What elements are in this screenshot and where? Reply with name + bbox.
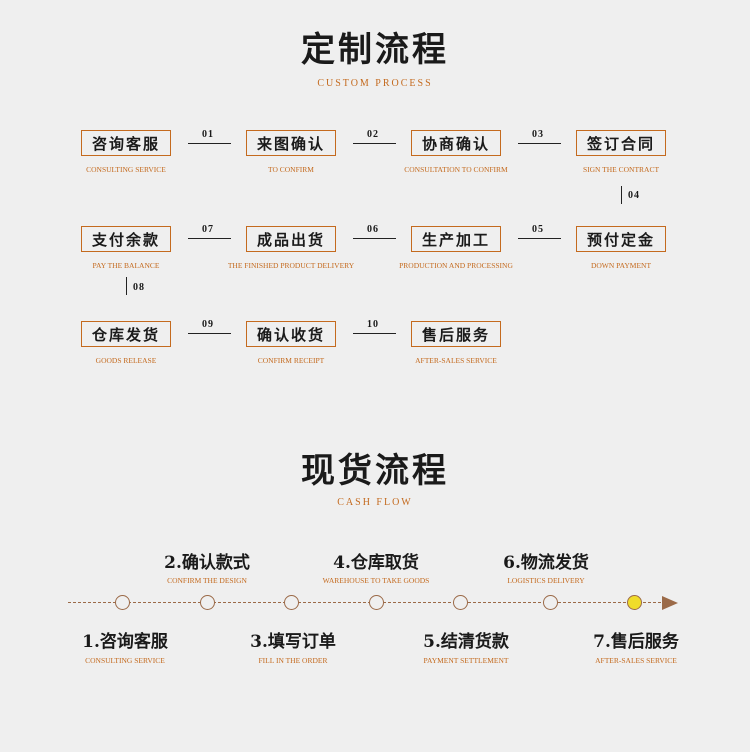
timeline-dot-2 <box>200 595 215 610</box>
step-box-confirm-receipt: 确认收货 <box>246 321 336 347</box>
step-en-pay-balance: PAY THE BALANCE <box>92 261 160 270</box>
cash-step-3-label: 3.填写订单 <box>250 632 336 652</box>
step-box-production: 生产加工 <box>411 226 501 252</box>
custom-process-title: 定制流程 <box>301 30 449 70</box>
connector-08 <box>126 277 127 295</box>
step-en-confirm-receipt: CONFIRM RECEIPT <box>257 356 325 365</box>
cash-step-4-label: 4.仓库取货 <box>333 553 419 573</box>
timeline-dot-1 <box>115 595 130 610</box>
custom-process-subtitle: CUSTOM PROCESS <box>317 78 433 89</box>
step-number-06: 06 <box>367 224 379 235</box>
step-box-down-payment: 预付定金 <box>576 226 666 252</box>
step-number-01: 01 <box>202 129 214 140</box>
connector-07 <box>188 238 231 239</box>
cash-step-5-en: PAYMENT SETTLEMENT <box>423 656 509 665</box>
step-en-down-payment: DOWN PAYMENT <box>590 261 652 270</box>
step-en-to-confirm: TO CONFIRM <box>268 165 314 174</box>
step-box-consultation: 协商确认 <box>411 130 501 156</box>
step-en-production: PRODUCTION AND PROCESSING <box>399 261 513 270</box>
connector-10 <box>353 333 396 334</box>
step-number-09: 09 <box>202 319 214 330</box>
cash-step-7-en: AFTER-SALES SERVICE <box>595 656 677 665</box>
step-box-consulting: 咨询客服 <box>81 130 171 156</box>
timeline-arrow-icon <box>662 596 678 610</box>
connector-09 <box>188 333 231 334</box>
step-en-after-sales: AFTER-SALES SERVICE <box>415 356 497 365</box>
cash-step-6-en: LOGISTICS DELIVERY <box>507 576 585 585</box>
cash-step-5-label: 5.结清货款 <box>423 632 509 652</box>
cash-step-3-en: FILL IN THE ORDER <box>258 656 328 665</box>
timeline-dot-6 <box>543 595 558 610</box>
step-box-pay-balance: 支付余款 <box>81 226 171 252</box>
step-en-consultation: CONSULTATION TO CONFIRM <box>404 165 508 174</box>
step-number-04: 04 <box>628 190 640 201</box>
step-number-05: 05 <box>532 224 544 235</box>
step-number-02: 02 <box>367 129 379 140</box>
timeline-dot-4 <box>369 595 384 610</box>
connector-04 <box>621 186 622 204</box>
step-box-contract: 签订合同 <box>576 130 666 156</box>
step-en-contract: SIGN THE CONTRACT <box>582 165 660 174</box>
cash-step-4-en: WAREHOUSE TO TAKE GOODS <box>322 576 430 585</box>
step-number-03: 03 <box>532 129 544 140</box>
cash-step-2-en: CONFIRM THE DESIGN <box>167 576 247 585</box>
step-box-to-confirm: 来图确认 <box>246 130 336 156</box>
step-en-goods-release: GOODS RELEASE <box>95 356 157 365</box>
connector-03 <box>518 143 561 144</box>
step-number-10: 10 <box>367 319 379 330</box>
step-number-07: 07 <box>202 224 214 235</box>
step-en-finished-delivery: THE FINISHED PRODUCT DELIVERY <box>227 261 355 270</box>
cash-step-6-label: 6.物流发货 <box>503 553 589 573</box>
timeline-dot-3 <box>284 595 299 610</box>
step-en-consulting: CONSULTING SERVICE <box>86 165 166 174</box>
cash-step-1-label: 1.咨询客服 <box>82 632 168 652</box>
connector-06 <box>353 238 396 239</box>
step-box-goods-release: 仓库发货 <box>81 321 171 347</box>
cash-step-7-label: 7.售后服务 <box>593 632 679 652</box>
step-box-finished-delivery: 成品出货 <box>246 226 336 252</box>
cash-flow-subtitle: CASH FLOW <box>337 497 413 508</box>
step-box-after-sales: 售后服务 <box>411 321 501 347</box>
cash-step-2-label: 2.确认款式 <box>164 553 250 573</box>
connector-05 <box>518 238 561 239</box>
connector-01 <box>188 143 231 144</box>
cash-step-1-en: CONSULTING SERVICE <box>85 656 165 665</box>
timeline-dot-5 <box>453 595 468 610</box>
cash-flow-timeline <box>68 602 666 603</box>
cash-flow-title: 现货流程 <box>301 451 449 491</box>
timeline-dot-7 <box>627 595 642 610</box>
step-number-08: 08 <box>133 282 145 293</box>
connector-02 <box>353 143 396 144</box>
